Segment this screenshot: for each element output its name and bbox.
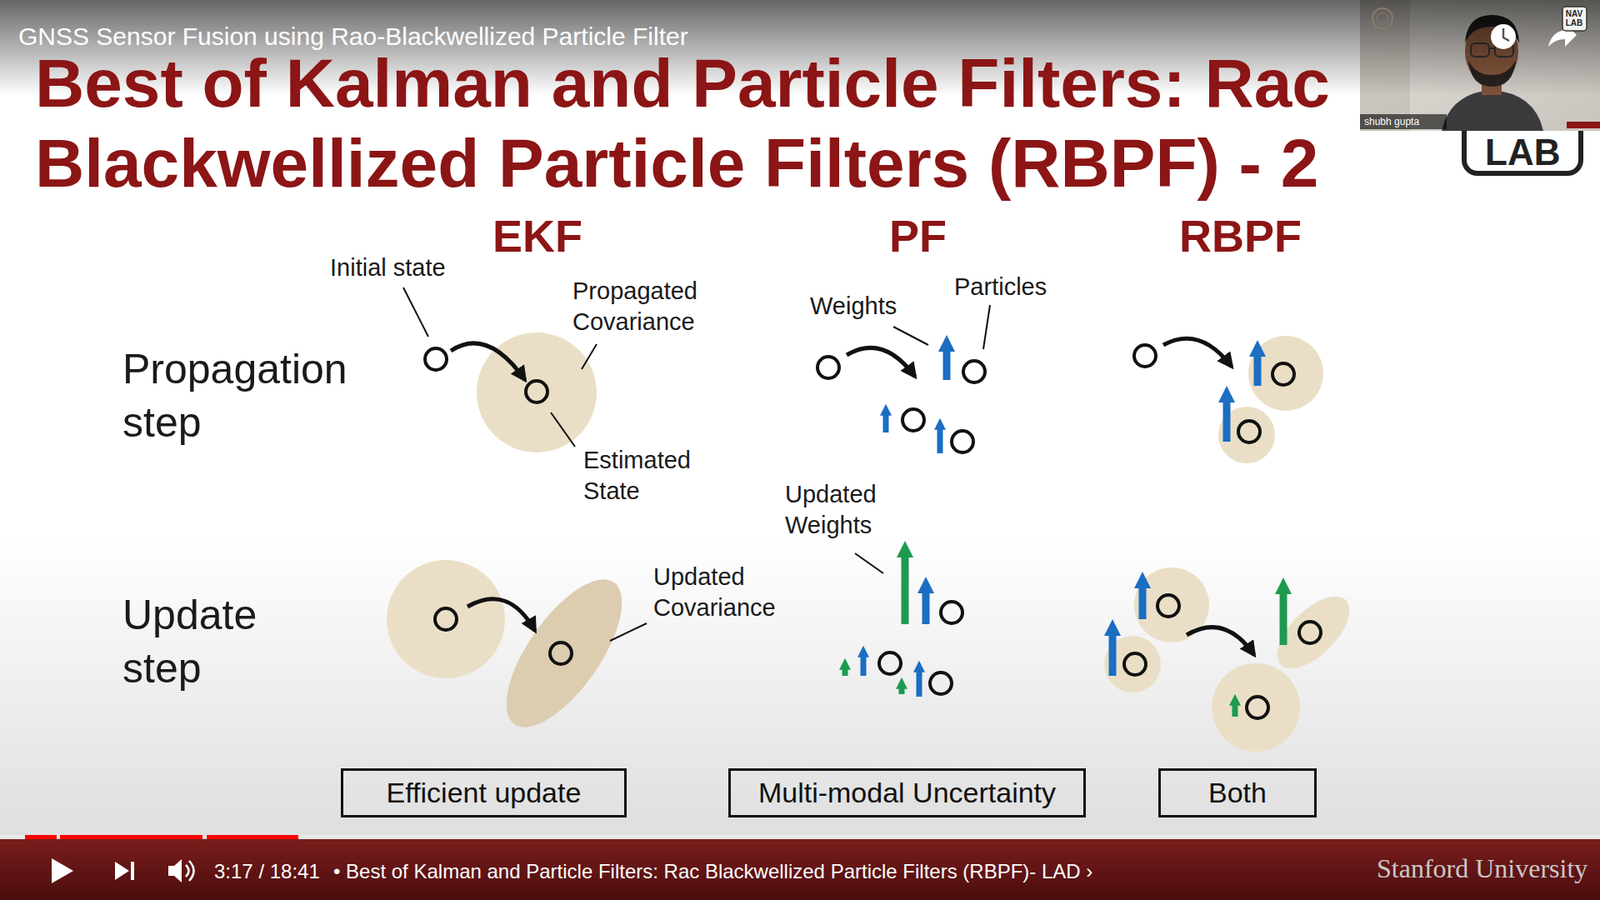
presenter-name: shubh gupta [1364,115,1420,128]
callout-label: Particles [954,271,1047,302]
lab-logo: LAB [1485,133,1560,172]
callout-label: Initial state [330,252,446,283]
callout-label: Updated Covariance [653,561,791,624]
column-heading: RBPF [1179,210,1302,261]
summary-box: Both [1158,768,1317,818]
slide-title: Best of Kalman and Particle Filters: Rac… [35,43,1352,204]
callout-label: Estimated State [583,445,709,507]
video-title: GNSS Sensor Fusion using Rao-Blackwelliz… [18,21,689,52]
summary-box: Efficient update [340,768,627,818]
row-heading: Propagation step [122,342,373,450]
callout-label: Weights [810,290,897,321]
box-text: Multi-modal Uncertainty [758,776,1056,810]
lab-icon-text: NAV LAB [1563,9,1585,28]
box-text: Both [1208,776,1267,810]
row-heading: Update step [122,588,290,695]
column-heading: EKF [492,210,583,261]
video-time: 3:17 / 18:41 [214,859,320,885]
callout-label: Propagated Covariance [572,275,715,338]
watermark: Stanford University [1376,851,1588,885]
box-text: Efficient update [386,776,582,810]
chapter-title: • Best of Kalman and Particle Filters: R… [333,859,1093,885]
column-heading: PF [889,210,947,261]
callout-label: Updated Weights [785,479,902,541]
summary-box: Multi-modal Uncertainty [728,768,1086,818]
